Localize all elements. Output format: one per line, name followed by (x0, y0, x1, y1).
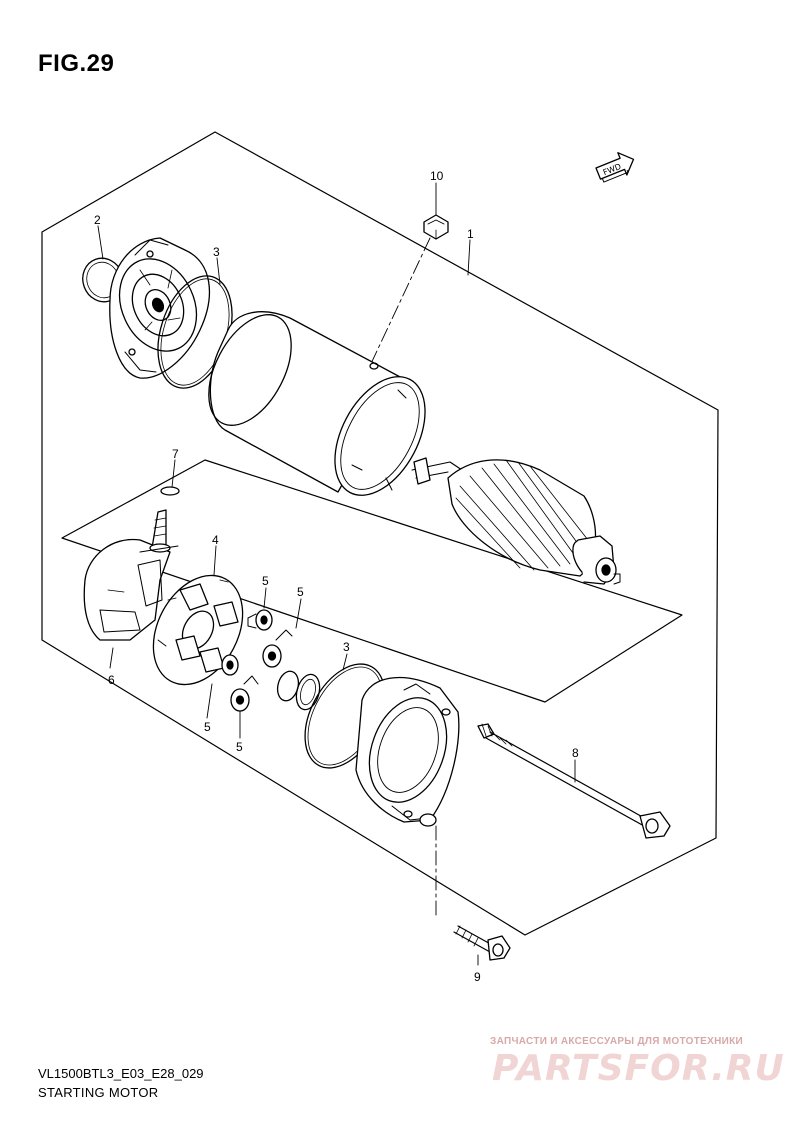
alignment-lines (367, 237, 437, 917)
bushing-part-5-b (262, 629, 293, 668)
diagram-title: STARTING MOTOR (38, 1085, 159, 1100)
through-bolt-part-8 (477, 723, 671, 839)
callout-part-5-d: 5 (236, 740, 243, 754)
yoke-housing-part-1 (208, 311, 426, 496)
callout-labels: 10 1 2 3 7 4 5 5 5 5 3 6 8 9 (94, 169, 579, 984)
subassembly-outline (61, 459, 683, 703)
watermark-logo: PARTSFOR.RU (492, 1048, 785, 1089)
bushing-part-5-d (230, 675, 259, 712)
fwd-arrow-icon: FWD (595, 152, 635, 183)
washer-part-7 (160, 486, 180, 496)
brush-plate-part-4 (152, 574, 244, 686)
callout-part-10: 10 (430, 169, 444, 183)
callout-part-6: 6 (108, 673, 115, 687)
callout-part-5-a: 5 (262, 574, 269, 588)
callout-part-1: 1 (467, 227, 474, 241)
brush-holder-part-6 (83, 509, 179, 641)
leader-lines (97, 182, 576, 966)
rear-end-cover (355, 676, 460, 827)
bushing-part-5-c (221, 654, 239, 676)
callout-part-5-c: 5 (204, 720, 211, 734)
callout-part-9: 9 (474, 970, 481, 984)
callout-part-2: 2 (94, 213, 101, 227)
assembly-outline (41, 131, 719, 936)
callout-part-4: 4 (212, 533, 219, 547)
figure-title: FIG.29 (38, 50, 115, 77)
callout-part-8: 8 (572, 746, 579, 760)
short-bolt-part-9 (453, 925, 511, 961)
watermark-tagline: ЗАПЧАСТИ И АКСЕССУАРЫ ДЛЯ МОТОТЕХНИКИ (490, 1036, 743, 1047)
nut-part-10 (423, 214, 449, 240)
callout-part-5-b: 5 (297, 585, 304, 599)
callout-part-3-lower: 3 (343, 640, 350, 654)
bushing-part-5-a (247, 609, 273, 631)
callout-part-7: 7 (172, 447, 179, 461)
front-end-cover (109, 237, 211, 379)
armature (411, 457, 621, 585)
shim-washer-a (276, 670, 300, 702)
diagram-code: VL1500BTL3_E03_E28_029 (38, 1066, 204, 1081)
callout-part-3-upper: 3 (213, 245, 220, 259)
